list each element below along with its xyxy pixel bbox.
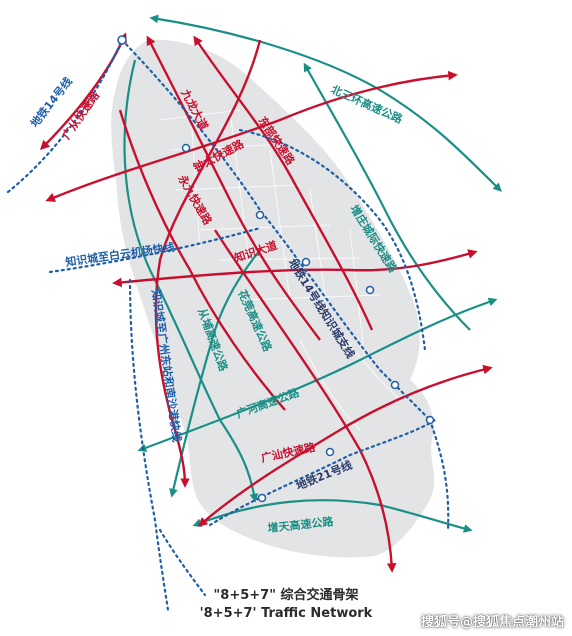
metro-station (181, 143, 191, 153)
guangshan-expressway (197, 364, 493, 527)
metro-east-dotted (428, 418, 450, 532)
metro-station (365, 285, 375, 295)
metro-southwest-dotted (158, 528, 207, 597)
expressway-network (39, 32, 493, 573)
metro14-branch (120, 38, 432, 422)
zhishi-avenue (112, 249, 478, 288)
metro14-line (6, 38, 124, 194)
metro-north-dotted (238, 128, 427, 352)
metro-station (325, 447, 335, 457)
label-guangcong: 广从快速路 (59, 88, 103, 142)
metro-zhishi-dongzhan (128, 278, 170, 612)
label-zengtian: 增天高速公路 (267, 514, 335, 535)
metro-network (6, 38, 450, 612)
metro-station (301, 257, 311, 267)
zhongtai-expressway (45, 70, 458, 202)
metro21-line (208, 418, 437, 527)
south-expressway (213, 229, 397, 573)
map-caption-english: '8+5+7' Traffic Network (199, 606, 373, 621)
metro-zhishi-baiyun (48, 226, 262, 274)
west-expressway (154, 39, 262, 488)
metro-station (117, 35, 127, 45)
metro-station (390, 380, 400, 390)
metro-station (425, 415, 435, 425)
metro-stations (117, 35, 435, 503)
map-caption-chinese: "8+5+7" 综合交通骨架 (213, 588, 359, 603)
metro-station (257, 493, 267, 503)
watermark: 搜狐号@搜狐焦点潮州站 (420, 615, 564, 630)
metro-station (255, 210, 265, 220)
label-beisanhuan: 北三环高速公路 (329, 82, 406, 127)
